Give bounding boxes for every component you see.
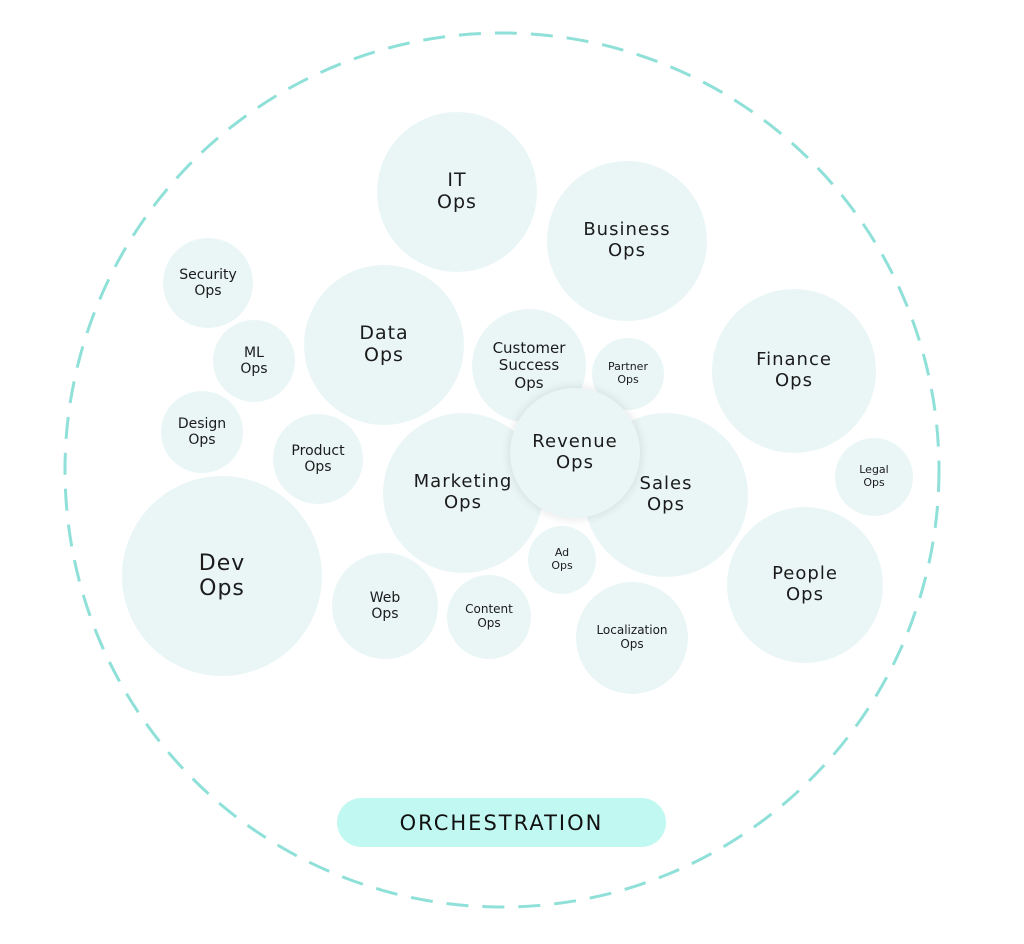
bubble-label-line: Partner <box>608 360 648 374</box>
bubble-label-line: Success <box>498 356 560 375</box>
orchestration-label: ORCHESTRATION <box>337 798 666 847</box>
bubble-label-line: Ops <box>775 370 813 391</box>
bubble-label-line: Ops <box>786 584 824 605</box>
bubble-label-line: ML <box>244 344 264 361</box>
bubble-label-line: Revenue <box>532 431 618 453</box>
bubble-label-line: Marketing <box>413 471 513 493</box>
bubble-label-line: Legal <box>859 463 889 477</box>
bubble-label-line: Ops <box>477 616 501 630</box>
bubble-label-line: Finance <box>756 349 832 371</box>
bubble-label-line: Sales <box>639 473 693 495</box>
bubble-label-line: Ops <box>514 373 544 392</box>
bubble-label-line: Ops <box>863 476 885 489</box>
bubble-label-line: Ops <box>647 494 685 515</box>
bubble-label-line: Security <box>179 266 237 283</box>
bubble-label-line: Ops <box>620 637 644 651</box>
bubble-label-line: Ops <box>240 361 268 377</box>
bubble-label-line: Ops <box>364 344 404 366</box>
bubble-label-line: IT <box>447 169 467 192</box>
bubble-label-line: Localization <box>596 623 668 638</box>
bubble-label-line: Ops <box>194 283 222 299</box>
bubble-label-line: Ops <box>304 459 332 475</box>
bubble-label-line: Content <box>465 602 513 617</box>
bubble-label-line: Ops <box>444 492 482 513</box>
bubble-label-line: Ops <box>371 606 399 622</box>
bubble-label-line: Business <box>583 219 671 241</box>
bubble-label-line: Ops <box>188 432 216 448</box>
bubble-label-line: Ops <box>556 452 594 473</box>
bubble-label-line: Design <box>177 415 227 432</box>
bubble-label-line: Customer <box>492 339 566 358</box>
bubble-label-line: Ops <box>199 576 245 601</box>
bubble-label-line: Data <box>359 322 409 345</box>
bubble-label-line: Product <box>291 442 345 459</box>
bubble-label-line: People <box>772 563 838 585</box>
bubble-label-line: Ops <box>437 191 477 213</box>
bubble-label-line: Web <box>369 589 401 606</box>
bubble-label-line: Ad <box>554 546 570 560</box>
bubble-label-line: Ops <box>608 240 646 261</box>
bubble-label-line: Dev <box>198 550 246 576</box>
bubble-label-line: Ops <box>617 373 639 386</box>
bubble-label-line: Ops <box>551 559 573 572</box>
